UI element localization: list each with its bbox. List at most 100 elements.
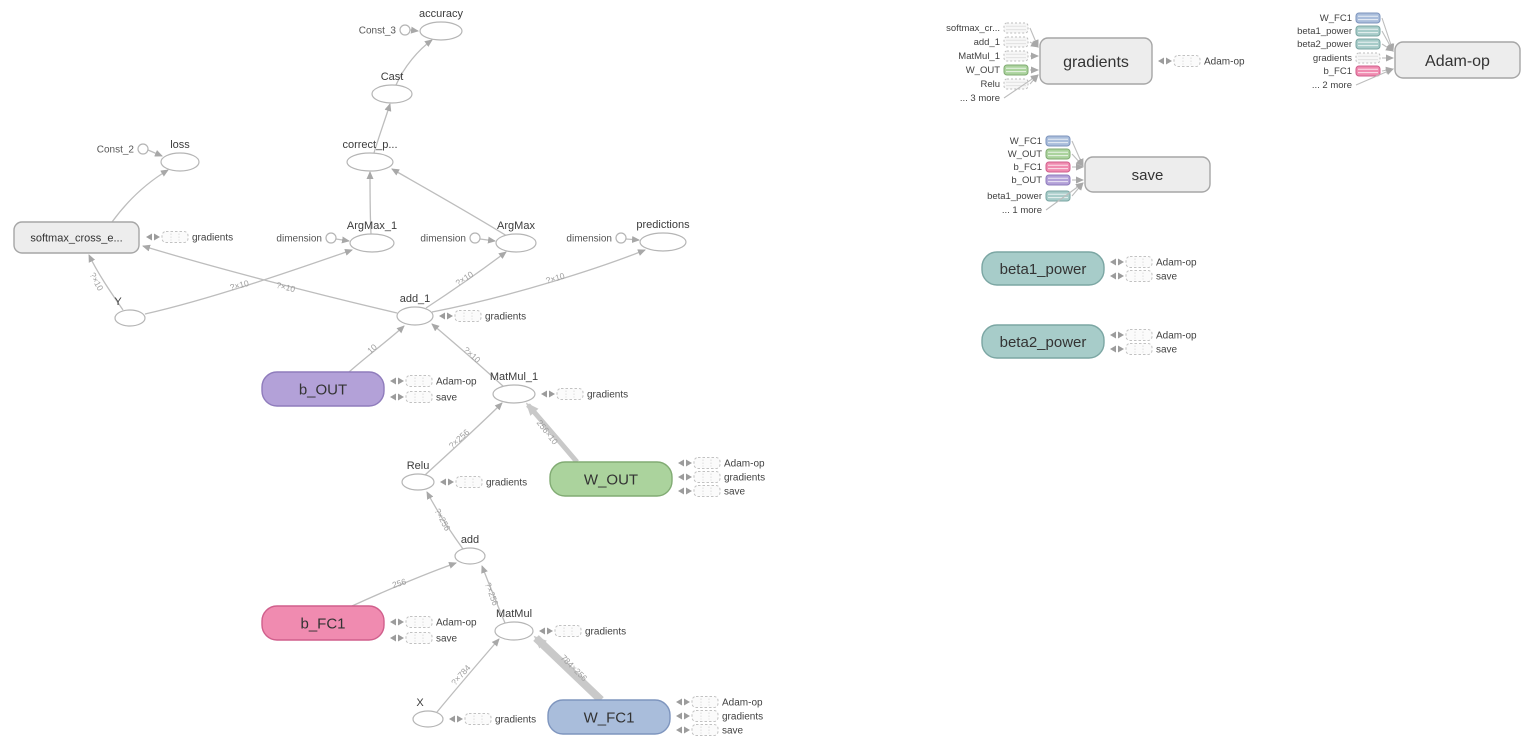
node-accuracy[interactable]: accuracy bbox=[419, 8, 464, 41]
node-argmax[interactable]: ArgMax bbox=[495, 220, 537, 253]
in-ref-save-... 1 more[interactable]: ... 1 more bbox=[1002, 182, 1084, 216]
node-const_3[interactable]: Const_3 bbox=[359, 24, 411, 37]
ref-stub-icon[interactable] bbox=[1125, 256, 1153, 268]
node-add[interactable]: add bbox=[454, 534, 486, 565]
const-dot[interactable] bbox=[615, 232, 627, 244]
out-ref-b_out-Adam-op[interactable]: Adam-op bbox=[390, 375, 477, 388]
param-rect[interactable] bbox=[981, 324, 1105, 359]
out-ref-b_fc1-save[interactable]: save bbox=[390, 632, 458, 645]
ref-stub-icon[interactable] bbox=[405, 391, 433, 403]
ref-stub-icon[interactable] bbox=[464, 713, 492, 725]
param-rect[interactable] bbox=[549, 461, 673, 497]
op-ellipse[interactable] bbox=[495, 233, 537, 253]
out-ref-add_1-gradients[interactable]: gradients bbox=[439, 310, 526, 323]
in-ref-adam-beta2_power[interactable]: beta2_power bbox=[1297, 38, 1394, 52]
node-relu[interactable]: Relu bbox=[401, 460, 435, 491]
node-adam[interactable]: Adam-op bbox=[1394, 41, 1521, 79]
const-dot[interactable] bbox=[137, 143, 149, 155]
op-ellipse[interactable] bbox=[114, 309, 146, 327]
out-ref-relu-gradients[interactable]: gradients bbox=[440, 476, 527, 489]
op-ellipse[interactable] bbox=[371, 84, 413, 104]
in-ref-gradients-add_1[interactable]: add_1 bbox=[974, 36, 1039, 48]
node-correct_p[interactable]: correct_p... bbox=[342, 139, 398, 172]
out-ref-w_fc1-save[interactable]: save bbox=[676, 724, 744, 737]
op-ellipse[interactable] bbox=[401, 473, 435, 491]
op-ellipse[interactable] bbox=[494, 621, 534, 641]
ref-stub-icon[interactable] bbox=[405, 375, 433, 387]
node-softmax[interactable]: softmax_cross_e... bbox=[13, 221, 140, 254]
op-ellipse[interactable] bbox=[492, 384, 536, 404]
out-ref-w_out-save[interactable]: save bbox=[678, 485, 746, 498]
out-ref-softmax-gradients[interactable]: gradients bbox=[146, 231, 233, 244]
op-ellipse[interactable] bbox=[454, 547, 486, 565]
out-ref-beta2-Adam-op[interactable]: Adam-op bbox=[1110, 329, 1197, 342]
ref-stub-icon[interactable] bbox=[405, 616, 433, 628]
node-const_2[interactable]: Const_2 bbox=[97, 143, 149, 156]
ref-stub-icon[interactable] bbox=[454, 310, 482, 322]
ref-stub-icon[interactable] bbox=[554, 625, 582, 637]
node-add_1[interactable]: add_1 bbox=[396, 293, 434, 326]
op-ellipse[interactable] bbox=[346, 152, 394, 172]
node-dim2[interactable]: dimension bbox=[420, 232, 481, 245]
out-ref-gradients-Adam-op[interactable]: Adam-op bbox=[1158, 55, 1245, 68]
param-rect[interactable] bbox=[261, 371, 385, 407]
param-rect[interactable] bbox=[547, 699, 671, 735]
namespace-rect[interactable] bbox=[1039, 37, 1153, 85]
ref-stub-icon[interactable] bbox=[161, 231, 189, 243]
in-ref-adam-b_FC1[interactable]: b_FC1 bbox=[1323, 65, 1394, 77]
node-y[interactable]: Y bbox=[114, 296, 146, 327]
out-ref-beta1-Adam-op[interactable]: Adam-op bbox=[1110, 256, 1197, 269]
node-cast[interactable]: Cast bbox=[371, 71, 413, 104]
ref-stub-icon[interactable] bbox=[556, 388, 584, 400]
param-rect[interactable] bbox=[261, 605, 385, 641]
ref-stub-icon[interactable] bbox=[1125, 343, 1153, 355]
ref-stub-icon[interactable] bbox=[405, 632, 433, 644]
op-ellipse[interactable] bbox=[412, 710, 444, 728]
out-ref-x-gradients[interactable]: gradients bbox=[449, 713, 536, 726]
op-ellipse[interactable] bbox=[639, 232, 687, 252]
op-ellipse[interactable] bbox=[160, 152, 200, 172]
in-ref-adam-... 2 more[interactable]: ... 2 more bbox=[1312, 68, 1394, 91]
ref-stub-icon[interactable] bbox=[693, 485, 721, 497]
node-dim1[interactable]: dimension bbox=[276, 232, 337, 245]
node-x[interactable]: X bbox=[412, 697, 444, 728]
ref-stub-icon[interactable] bbox=[455, 476, 483, 488]
node-b_out[interactable]: b_OUT bbox=[261, 371, 385, 407]
out-ref-b_out-save[interactable]: save bbox=[390, 391, 458, 404]
node-matmul_1[interactable]: MatMul_1 bbox=[490, 371, 538, 404]
node-loss[interactable]: loss bbox=[160, 139, 200, 172]
in-ref-gradients-MatMul_1[interactable]: MatMul_1 bbox=[958, 50, 1039, 62]
const-dot[interactable] bbox=[469, 232, 481, 244]
out-ref-beta1-save[interactable]: save bbox=[1110, 270, 1178, 283]
out-ref-w_fc1-Adam-op[interactable]: Adam-op bbox=[676, 696, 763, 709]
ref-stub-icon[interactable] bbox=[1125, 270, 1153, 282]
op-ellipse[interactable] bbox=[396, 306, 434, 326]
node-beta2[interactable]: beta2_power bbox=[981, 324, 1105, 359]
namespace-rect[interactable] bbox=[1394, 41, 1521, 79]
op-ellipse[interactable] bbox=[419, 21, 463, 41]
ref-stub-icon[interactable] bbox=[1125, 329, 1153, 341]
node-w_fc1[interactable]: W_FC1 bbox=[547, 699, 671, 735]
in-ref-gradients-Relu[interactable]: Relu bbox=[980, 74, 1039, 90]
node-argmax_1[interactable]: ArgMax_1 bbox=[347, 220, 397, 253]
param-rect[interactable] bbox=[981, 251, 1105, 286]
ref-stub-icon[interactable] bbox=[691, 724, 719, 736]
node-matmul[interactable]: MatMul bbox=[494, 608, 534, 641]
node-dim3[interactable]: dimension bbox=[566, 232, 627, 245]
ref-stub-icon[interactable] bbox=[691, 710, 719, 722]
in-ref-gradients-W_OUT[interactable]: W_OUT bbox=[966, 64, 1039, 76]
ref-stub-icon[interactable] bbox=[691, 696, 719, 708]
op-ellipse[interactable] bbox=[349, 233, 395, 253]
const-dot[interactable] bbox=[325, 232, 337, 244]
out-ref-matmul_1-gradients[interactable]: gradients bbox=[541, 388, 628, 401]
out-ref-matmul-gradients[interactable]: gradients bbox=[539, 625, 626, 638]
ref-stub-icon[interactable] bbox=[693, 457, 721, 469]
ref-stub-icon[interactable] bbox=[693, 471, 721, 483]
node-gradients[interactable]: gradients bbox=[1039, 37, 1153, 85]
ref-stub-icon[interactable] bbox=[1173, 55, 1201, 67]
node-predictions[interactable]: predictions bbox=[636, 219, 690, 252]
namespace-rect[interactable] bbox=[13, 221, 140, 254]
node-save[interactable]: save bbox=[1084, 156, 1211, 193]
namespace-rect[interactable] bbox=[1084, 156, 1211, 193]
